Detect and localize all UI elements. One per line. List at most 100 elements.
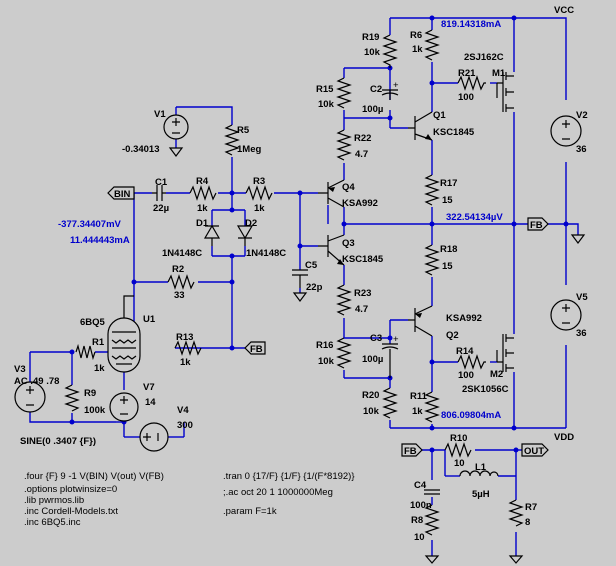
- nets-bin-label: BIN: [114, 189, 131, 200]
- nets-fb-label: FB: [530, 220, 543, 231]
- resistor-r18-symbol[interactable]: [424, 244, 440, 276]
- vsource-v7-symbol[interactable]: [109, 392, 139, 422]
- measurement-i-bin: 11.444443mA: [70, 235, 130, 246]
- components-m2-name-label: M2: [490, 369, 503, 380]
- components-d2-name-label: D2: [245, 218, 257, 229]
- resistor-r15-symbol[interactable]: [336, 77, 352, 109]
- components-r7-value-label: 8: [525, 517, 530, 528]
- components-r13-value-label: 1k: [180, 357, 191, 368]
- components-l1-name-label: L1: [475, 462, 487, 473]
- components-r5-name-label: R5: [237, 125, 250, 136]
- components-l1-value-label: 5µH: [472, 489, 490, 500]
- diode-d1-symbol[interactable]: [203, 224, 221, 246]
- vsource-v1-symbol[interactable]: [163, 114, 189, 140]
- components-r11-name-label: R11: [410, 391, 428, 402]
- mosfet-m1-symbol[interactable]: [496, 72, 514, 112]
- resistor-r19-symbol[interactable]: [382, 34, 398, 68]
- components-v4-value-label: 300: [177, 420, 193, 431]
- transistor-q2-symbol[interactable]: [408, 305, 433, 337]
- transistor-q3-symbol[interactable]: [318, 234, 345, 266]
- inductor-l1-symbol[interactable]: [459, 470, 499, 477]
- components-q2-model-label: KSA992: [446, 313, 482, 324]
- components-r8-name-label: R8: [411, 515, 423, 526]
- components-q1-model-label: KSC1845: [433, 127, 475, 138]
- capacitor-c1-symbol[interactable]: [152, 185, 166, 201]
- resistor-r3-symbol[interactable]: [245, 185, 273, 201]
- components-r6-value-label: 1k: [412, 44, 423, 55]
- measurement-v-out-node: 322.54134µV: [446, 212, 503, 223]
- resistor-r4-symbol[interactable]: [189, 185, 217, 201]
- components-r16-value-label: 10k: [318, 356, 335, 367]
- components-r10-name-label: R10: [450, 433, 467, 444]
- components-v3-extra-label: SINE(0 .3407 {F}): [20, 436, 96, 447]
- components-v1-value-label: -0.34013: [122, 144, 160, 155]
- resistor-r9-symbol[interactable]: [64, 384, 80, 412]
- directives-inc2-label: .inc 6BQ5.inc: [24, 517, 81, 528]
- components-c4-name-label: C4: [414, 480, 427, 491]
- components-r10-value-label: 10: [454, 458, 465, 469]
- components-c2-name-label: C2: [370, 84, 382, 95]
- capacitor-c4-symbol[interactable]: [424, 489, 440, 495]
- diode-d2-symbol[interactable]: [236, 225, 254, 246]
- resistor-r5-symbol[interactable]: [224, 124, 240, 156]
- resistor-r10-symbol[interactable]: [444, 442, 472, 458]
- capacitor-c3-symbol[interactable]: +: [381, 334, 399, 378]
- resistor-r21-symbol[interactable]: [457, 75, 486, 91]
- resistor-r23-symbol[interactable]: [336, 284, 352, 316]
- net-flag-bin[interactable]: BIN: [107, 186, 135, 200]
- components-q4-model-label: KSA992: [342, 198, 378, 209]
- transistor-q1-symbol[interactable]: [408, 111, 433, 141]
- components-q4-name-label: Q4: [342, 182, 355, 193]
- resistor-r2-symbol[interactable]: [167, 274, 195, 290]
- spice-directives[interactable]: .four {F} 9 -1 V(BIN) V(out) V(FB) .opti…: [24, 471, 355, 528]
- components-r21-name-label: R21: [458, 68, 476, 79]
- components-c2-value-label: 100µ: [362, 104, 383, 115]
- components-r4-value-label: 1k: [197, 203, 208, 214]
- resistor-r16-symbol[interactable]: [336, 337, 352, 369]
- components-v7-name-label: V7: [143, 382, 155, 393]
- resistor-r22-symbol[interactable]: [336, 129, 352, 161]
- vcc-label: VCC: [554, 5, 574, 16]
- resistor-r7-symbol[interactable]: [508, 499, 524, 527]
- components-r9-name-label: R9: [84, 388, 96, 399]
- components-r19-value-label: 10k: [364, 47, 381, 58]
- net-flag-fb-tube[interactable]: FB: [244, 341, 266, 355]
- resistor-r17-symbol[interactable]: [424, 174, 440, 206]
- tube-u1-symbol[interactable]: [107, 295, 141, 373]
- vdd-label: VDD: [554, 432, 574, 443]
- directives-options-label: .options plotwinsize=0: [24, 484, 117, 495]
- components-r21-value-label: 100: [458, 92, 474, 103]
- vsource-v4-symbol[interactable]: [139, 422, 169, 452]
- capacitor-c5-symbol[interactable]: [292, 269, 308, 288]
- components-r14-name-label: R14: [456, 346, 474, 357]
- components-r18-name-label: R18: [440, 244, 457, 255]
- transistor-q4-symbol[interactable]: [318, 179, 345, 208]
- measurement-v-bin: -377.34407mV: [58, 219, 122, 230]
- vsource-v3-symbol[interactable]: [14, 381, 46, 413]
- junctions: [69, 15, 569, 453]
- components-r15-name-label: R15: [316, 84, 334, 95]
- resistor-r14-symbol[interactable]: [457, 354, 486, 370]
- components-r11-value-label: 1k: [412, 406, 423, 417]
- components-m2-model-label: 2SK1056C: [462, 384, 509, 395]
- resistor-r6-symbol[interactable]: [424, 29, 440, 61]
- vsource-v5-symbol[interactable]: [550, 299, 582, 331]
- svg-text:+: +: [393, 80, 399, 91]
- components-r23-name-label: R23: [354, 288, 371, 299]
- resistor-r11-symbol[interactable]: [424, 391, 440, 423]
- components-r2-value-label: 33: [174, 290, 185, 301]
- net-flag-out[interactable]: OUT: [521, 443, 549, 457]
- resistor-r20-symbol[interactable]: [382, 387, 398, 419]
- resistor-r13-symbol[interactable]: [174, 340, 202, 356]
- capacitor-c2-symbol[interactable]: +: [381, 80, 399, 100]
- net-flag-fb-filter[interactable]: FB: [401, 443, 423, 457]
- net-flag-fb-mid[interactable]: FB: [527, 217, 549, 231]
- ground-symbols: [168, 147, 586, 564]
- components-r20-name-label: R20: [362, 390, 379, 401]
- vsource-v2-symbol[interactable]: [550, 115, 582, 147]
- components-d2-model-label: 1N4148C: [246, 248, 286, 259]
- resistor-r1-symbol[interactable]: [75, 343, 96, 361]
- mosfet-m2-symbol[interactable]: [496, 334, 514, 372]
- resistor-r8-symbol[interactable]: [424, 504, 440, 536]
